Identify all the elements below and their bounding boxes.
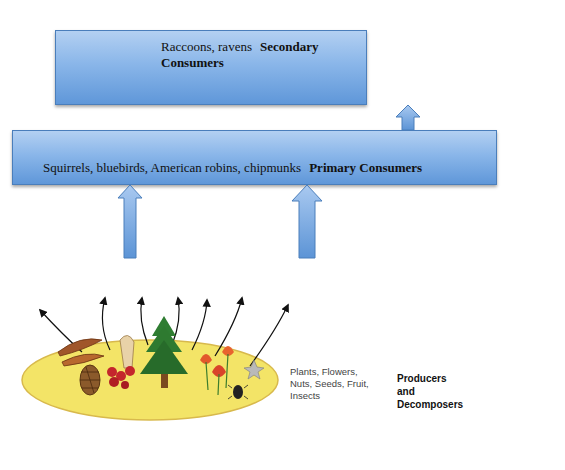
consumer-box: Raccoons, ravensSecondary Consumers	[55, 30, 367, 105]
berry	[109, 377, 119, 387]
leaf-shape	[58, 339, 102, 356]
berry	[121, 381, 129, 389]
flower-stem	[206, 354, 228, 395]
tree-crown	[140, 340, 188, 374]
energy-arrow	[192, 300, 207, 350]
species-list: Raccoons, ravens	[161, 39, 252, 54]
energy-arrow	[215, 298, 242, 356]
producer-list: Plants, Flowers, Nuts, Seeds, Fruit, Ins…	[290, 366, 374, 402]
tree-trunk	[161, 372, 168, 388]
producer-group: Plants, Flowers, Nuts, Seeds, Fruit, Ins…	[20, 258, 490, 458]
species-list: Squirrels, bluebirds, American robins, c…	[43, 160, 301, 175]
flow-arrow	[396, 105, 420, 130]
flow-arrow	[118, 185, 142, 258]
energy-arrow	[172, 298, 179, 345]
beetle	[233, 385, 243, 399]
consumer-box: Squirrels, bluebirds, American robins, c…	[12, 130, 497, 185]
pine-cone	[80, 365, 100, 395]
energy-arrow	[102, 298, 110, 350]
beetle-legs	[228, 385, 248, 399]
cone-scales	[80, 367, 100, 393]
leaf-shape	[62, 354, 104, 366]
berry	[107, 367, 117, 377]
level-heading: Primary Consumers	[309, 160, 422, 175]
plant-drawings	[58, 316, 264, 399]
level-heading: Producers and Decomposers	[397, 372, 459, 411]
berry	[125, 366, 135, 376]
mushroom-shape	[120, 335, 134, 368]
gray-flower	[244, 360, 264, 379]
energy-arrow	[141, 298, 148, 345]
energy-arrow	[250, 305, 288, 366]
flow-arrow	[292, 185, 322, 258]
